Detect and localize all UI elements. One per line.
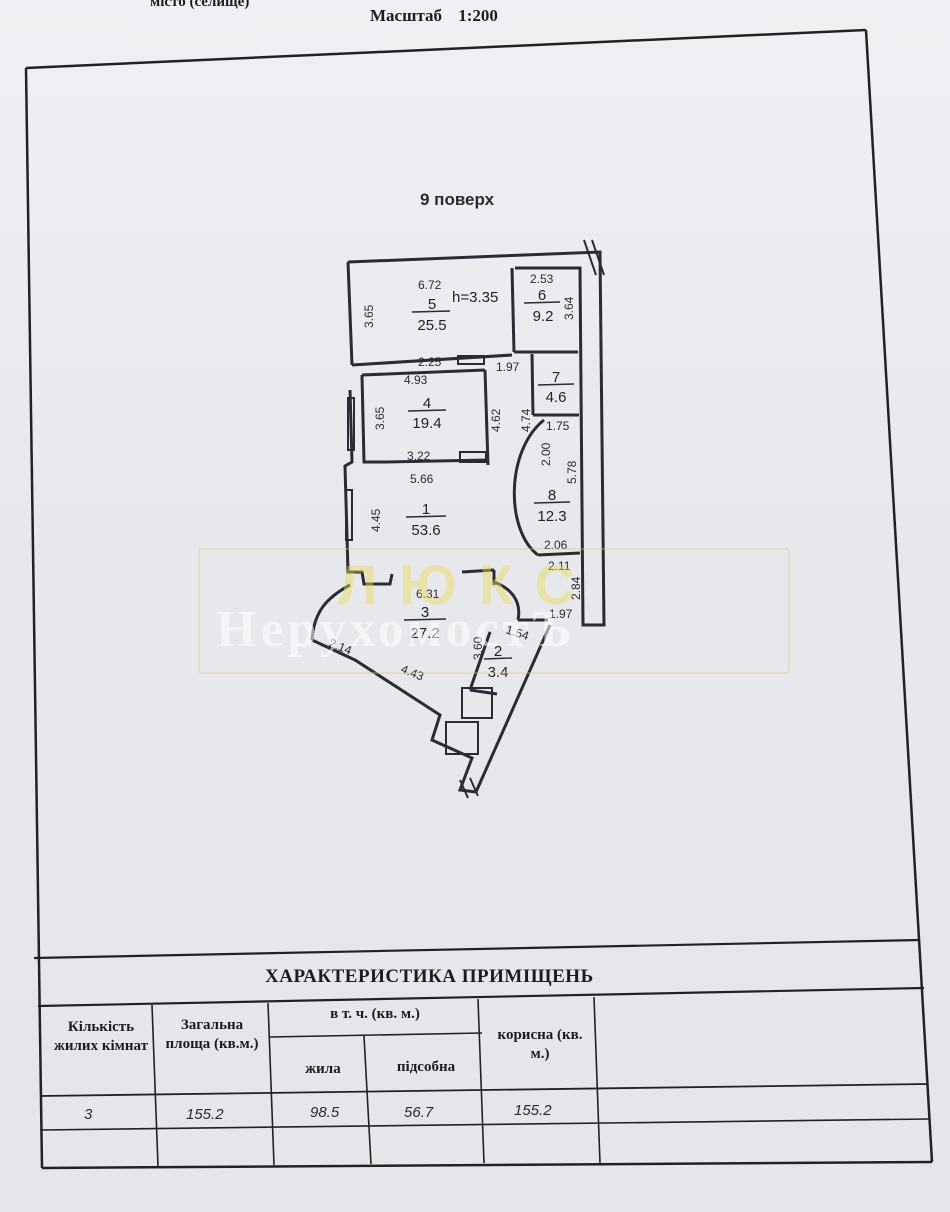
dim-label: 3.65 — [373, 406, 387, 430]
dim-label: 4.45 — [369, 508, 383, 532]
room-number-8: 8 — [548, 487, 556, 504]
dim-label: 3.22 — [407, 449, 431, 463]
dim-label: 1.97 — [549, 607, 573, 621]
header-total-area: Загальна площа (кв.м.) — [165, 1017, 259, 1052]
dim-label: 2.00 — [539, 442, 553, 466]
dim-label: 5.66 — [410, 472, 434, 486]
dim-label: 5.78 — [565, 460, 579, 484]
dim-label: 2.11 — [548, 559, 571, 573]
room-area-2: 3.4 — [488, 664, 509, 681]
room-number-6: 6 — [538, 287, 546, 304]
dim-label: 2.06 — [544, 538, 568, 552]
room-number-4: 4 — [423, 395, 431, 412]
dim-label: 2.84 — [569, 576, 583, 600]
scale-value: 1:200 — [458, 6, 498, 25]
header-including: в т. ч. (кв. м.) — [330, 1006, 420, 1022]
cell-living: 98.5 — [310, 1104, 340, 1121]
dim-label: 2.25 — [418, 355, 442, 369]
room-number-3: 3 — [421, 604, 429, 621]
cell-total-area: 155.2 — [186, 1106, 224, 1123]
room-number-7: 7 — [552, 369, 560, 386]
watermark-brand: ЛЮКС — [338, 553, 597, 616]
dim-label: 4.62 — [489, 408, 503, 432]
dim-label: 1.54 — [504, 623, 531, 644]
dim-label: 1.97 — [496, 360, 520, 374]
room-area-1: 53.6 — [411, 522, 440, 539]
scale-line: Масштаб 1:200 — [370, 6, 498, 26]
room-area-3: 27.2 — [410, 625, 439, 642]
dim-label: 4.74 — [519, 408, 533, 432]
scale-label: Масштаб — [370, 6, 443, 25]
header-auxiliary: підсобна — [396, 1059, 456, 1075]
dim-label: 4.43 — [399, 662, 426, 684]
dim-label: 2.53 — [530, 272, 554, 286]
room-area-6: 9.2 — [533, 308, 554, 325]
header-living: жила — [305, 1061, 341, 1077]
header-rooms: Кількість жилих кімнат — [54, 1019, 148, 1054]
floor-label: 9 поверх — [420, 190, 495, 209]
watermark-subtitle: НерухомостЪ — [216, 601, 576, 658]
cell-rooms: 3 — [84, 1106, 93, 1123]
dim-label: 3.60 — [471, 636, 485, 660]
room-number-1: 1 — [422, 501, 430, 518]
dim-label: 6.72 — [418, 278, 442, 292]
dim-label: 3.64 — [562, 296, 576, 320]
table-title: ХАРАКТЕРИСТИКА ПРИМІЩЕНЬ — [265, 966, 594, 987]
dim-label: 4.93 — [404, 373, 428, 387]
header-useful: корисна (кв. м.) — [497, 1027, 583, 1062]
cell-useful: 155.2 — [514, 1102, 552, 1119]
dim-label: 1.75 — [546, 419, 570, 433]
room-area-4: 19.4 — [412, 415, 441, 432]
dim-label: 6.31 — [416, 587, 440, 601]
room-area-5: 25.5 — [417, 317, 446, 334]
room-number-5: 5 — [428, 296, 436, 313]
room-area-8: 12.3 — [537, 508, 566, 525]
dim-label: 3.65 — [362, 304, 376, 328]
ceiling-height: h=3.35 — [452, 289, 498, 306]
room-number-2: 2 — [494, 643, 502, 660]
top-cut-text: місто (селище) — [150, 0, 250, 10]
room-area-7: 4.6 — [546, 389, 567, 406]
cell-auxiliary: 56.7 — [404, 1104, 434, 1121]
